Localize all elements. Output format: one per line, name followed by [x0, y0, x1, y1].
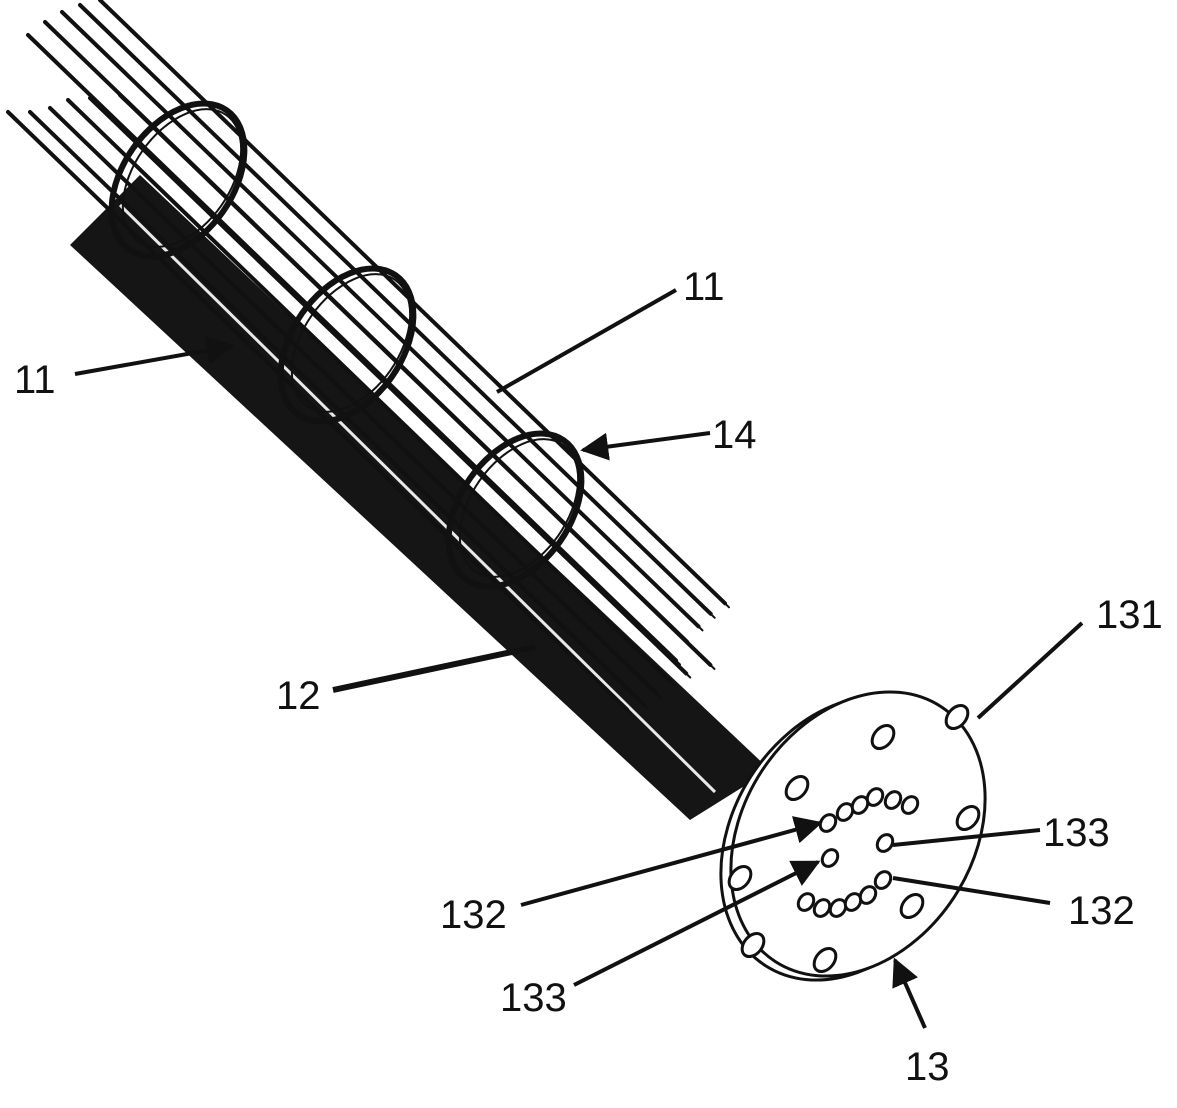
- heating-rods: [6, 0, 730, 715]
- terminal-port: [900, 795, 920, 815]
- label-ring: 14: [712, 413, 757, 457]
- support-rings: [108, 100, 585, 590]
- support-ring: [108, 100, 248, 260]
- leader-flange-hole: [976, 621, 1084, 720]
- label-port-left-upper: 132: [440, 893, 507, 937]
- leader-rod-left: [74, 336, 235, 376]
- support-ring-inner: [121, 108, 243, 248]
- label-port-upper-right: 133: [1043, 811, 1110, 855]
- leader-core-tube: [332, 644, 536, 693]
- flange-bolt-holes: [727, 703, 981, 974]
- support-ring: [445, 430, 585, 590]
- label-port-left-lower: 133: [500, 976, 567, 1020]
- leader-port-upper-right: [892, 828, 1041, 847]
- terminal-port: [875, 833, 895, 853]
- leader-ring: [580, 431, 711, 461]
- leader-flange: [892, 957, 927, 1029]
- heating-rod-edge: [65, 15, 704, 632]
- terminal-port: [858, 885, 878, 905]
- heating-rod-edge: [83, 8, 716, 619]
- heating-rod-edge: [11, 115, 633, 715]
- terminal-port: [873, 870, 893, 890]
- terminal-port: [828, 898, 848, 918]
- heating-rod-edge: [53, 111, 663, 700]
- terminal-port: [820, 848, 840, 868]
- reference-numerals: 11 11 14 12 131 133 132 132 133 13: [14, 265, 1163, 1089]
- flange-disc: [719, 690, 987, 982]
- leader-lines: [74, 288, 1084, 1029]
- bolt-hole: [955, 804, 981, 832]
- leader-port-right-lower: [892, 876, 1051, 905]
- support-ring-inner: [290, 273, 412, 413]
- bolt-hole: [784, 774, 810, 802]
- terminal-port: [796, 892, 816, 912]
- bolt-hole: [812, 946, 838, 974]
- label-port-right-lower: 132: [1068, 889, 1135, 933]
- heating-rod-edge: [33, 115, 649, 710]
- terminal-port: [835, 802, 855, 822]
- heater-assembly: [6, 0, 987, 982]
- label-rod-left: 11: [14, 358, 56, 402]
- label-core-tube: 12: [276, 674, 321, 718]
- label-flange: 13: [905, 1045, 950, 1089]
- leader-port-left-upper: [520, 816, 823, 907]
- leader-rod-top: [496, 288, 677, 394]
- terminal-ports: [796, 787, 920, 918]
- terminal-port: [812, 898, 832, 918]
- terminal-port: [850, 795, 870, 815]
- heating-rod-edge: [93, 101, 692, 679]
- bolt-hole: [870, 723, 896, 751]
- bolt-hole: [740, 931, 766, 959]
- heating-rod-edge: [123, 98, 716, 670]
- label-rod-top: 11: [683, 265, 725, 309]
- bolt-hole: [899, 892, 925, 920]
- leader-port-left-lower: [573, 860, 821, 987]
- support-ring: [277, 265, 417, 425]
- bolt-hole: [944, 703, 970, 731]
- terminal-port: [883, 790, 903, 810]
- bolt-hole: [727, 864, 753, 892]
- terminal-port: [843, 892, 863, 912]
- label-flange-hole: 131: [1096, 593, 1163, 637]
- terminal-port: [865, 787, 885, 807]
- support-ring-inner: [458, 438, 580, 578]
- heating-rod-edge: [31, 38, 681, 666]
